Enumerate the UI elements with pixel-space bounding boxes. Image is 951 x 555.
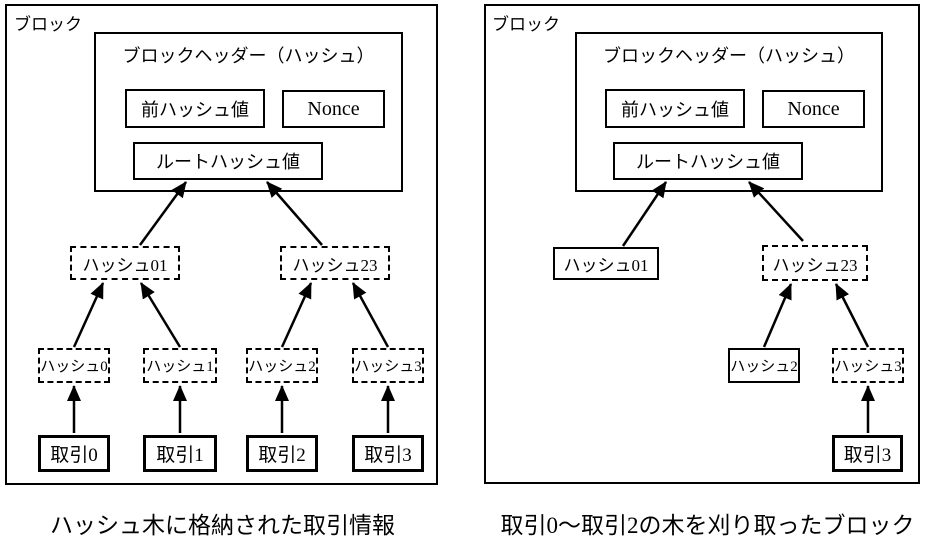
left-hash23-label: ハッシュ23 (292, 255, 378, 275)
left-prev-hash-label: 前ハッシュ値 (141, 99, 249, 120)
arrow-left-hash3-to-hash23 (351, 282, 390, 348)
right-hash23-label: ハッシュ23 (772, 255, 858, 275)
right-root-hash-box: ルートハッシュ値 (613, 142, 803, 180)
left-hash0-label: ハッシュ0 (40, 359, 108, 375)
arrow-left-hash2-to-hash23 (280, 282, 313, 348)
right-hash01-box: ハッシュ01 (553, 247, 659, 280)
right-prev-hash-box: 前ハッシュ値 (605, 89, 745, 128)
right-hash2-box: ハッシュ2 (728, 348, 800, 383)
left-block-label: ブロック (14, 15, 82, 34)
left-hash1-label: ハッシュ1 (146, 359, 214, 375)
right-hash2-label: ハッシュ2 (730, 359, 798, 375)
arrow-right-hash23-to-root (748, 181, 804, 242)
right-hash3-label: ハッシュ3 (834, 359, 902, 375)
left-tx2-label: 取引2 (258, 445, 306, 466)
left-hash3-label: ハッシュ3 (354, 359, 422, 375)
left-tx3-label: 取引3 (364, 445, 412, 466)
arrow-right-hash2-to-hash23 (762, 283, 793, 348)
right-nonce-label: Nonce (787, 97, 840, 120)
left-hash3-box: ハッシュ3 (352, 348, 424, 383)
arrow-left-hash0-to-hash01 (72, 282, 105, 348)
left-caption: ハッシュ木に格納された取引情報 (50, 513, 395, 538)
left-block-outer-box (5, 4, 438, 485)
right-hash01-label: ハッシュ01 (563, 256, 649, 275)
left-prev-hash-box: 前ハッシュ値 (125, 89, 265, 128)
left-tx0-box: 取引0 (38, 435, 110, 472)
left-block-header-title: ブロックヘッダー（ハッシュ） (122, 46, 375, 66)
left-hash23-box: ハッシュ23 (280, 246, 390, 280)
left-root-hash-box: ルートハッシュ値 (133, 142, 323, 180)
left-tx0-label: 取引0 (50, 445, 98, 466)
left-block-header-box (94, 32, 403, 192)
left-hash01-box: ハッシュ01 (70, 246, 180, 280)
right-nonce-box: Nonce (762, 90, 865, 128)
right-hash23-box: ハッシュ23 (762, 245, 868, 281)
arrow-left-hash1-to-hash01 (139, 282, 182, 348)
left-tx1-box: 取引1 (143, 435, 217, 472)
left-nonce-box: Nonce (282, 90, 385, 128)
left-tx3-box: 取引3 (352, 435, 424, 472)
arrow-left-hash23-to-root (266, 181, 323, 246)
left-tx1-label: 取引1 (156, 445, 204, 466)
left-hash01-label: ハッシュ01 (82, 255, 168, 275)
left-root-hash-label: ルートハッシュ値 (156, 152, 300, 172)
arrow-right-hash3-to-hash23 (834, 283, 870, 348)
left-hash2-box: ハッシュ2 (246, 348, 318, 383)
right-block-label: ブロック (492, 15, 560, 34)
left-tx2-box: 取引2 (246, 435, 318, 472)
right-tx3-box: 取引3 (832, 435, 903, 472)
right-block-header-title: ブロックヘッダー（ハッシュ） (603, 46, 855, 66)
right-hash3-box: ハッシュ3 (832, 348, 904, 383)
right-root-hash-label: ルートハッシュ値 (636, 152, 780, 172)
right-prev-hash-label: 前ハッシュ値 (621, 99, 729, 120)
left-hash0-box: ハッシュ0 (38, 348, 110, 383)
left-nonce-label: Nonce (307, 97, 360, 120)
arrow-left-hash01-to-root (138, 181, 188, 246)
right-tx3-label: 取引3 (843, 445, 892, 466)
arrow-right-hash01-to-root (621, 181, 668, 247)
right-block-header-box (575, 32, 883, 192)
left-hash2-label: ハッシュ2 (248, 359, 316, 375)
right-block-outer-box (484, 4, 920, 484)
right-caption: 取引0～取引2の木を刈り取ったブロック (500, 513, 915, 538)
left-hash1-box: ハッシュ1 (143, 348, 217, 383)
